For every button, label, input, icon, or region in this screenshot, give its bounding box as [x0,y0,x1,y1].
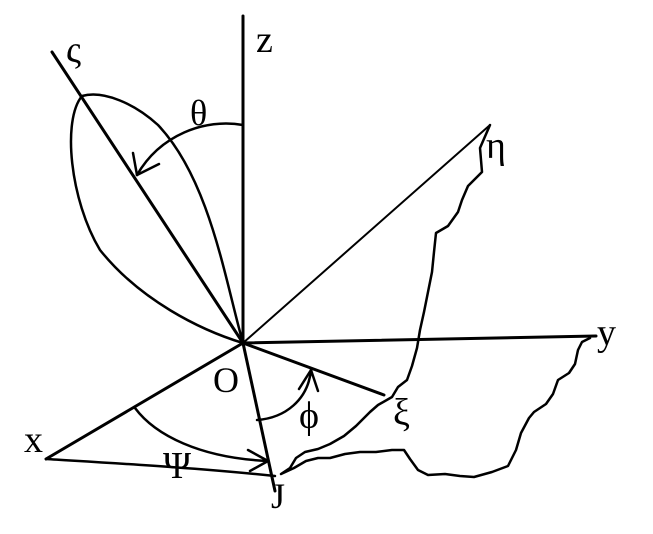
phi-arrowhead [297,368,313,391]
theta-arc [135,122,245,177]
zeta-z-plane-lens [69,93,245,345]
phi-arrowhead [309,368,320,393]
line-of-nodes [241,341,277,493]
psi-arrowhead [248,459,270,473]
psi-label: Ψ [163,445,191,487]
eta-axis [242,124,491,344]
xi-label: ξ [393,392,410,434]
z-label: z [256,19,273,61]
theta-arrowhead [135,162,161,177]
torn-edge [279,123,592,479]
theta-label: θ [190,93,207,133]
line-of-nodes-label: J [271,476,285,516]
base-curve [44,457,277,478]
zeta-label: ς [66,29,81,71]
theta-arrowhead [131,151,139,177]
zeta-axis [50,50,245,345]
phi-arc [255,368,313,422]
x-label: x [24,419,43,461]
psi-arrowhead [246,448,270,463]
origin-label: O [213,360,239,400]
phi-label: ϕ [299,395,319,437]
y-label: y [597,312,616,354]
eta-label: η [486,125,506,167]
psi-arc [133,406,270,463]
xi-axis [241,341,386,397]
x-axis [44,341,245,461]
